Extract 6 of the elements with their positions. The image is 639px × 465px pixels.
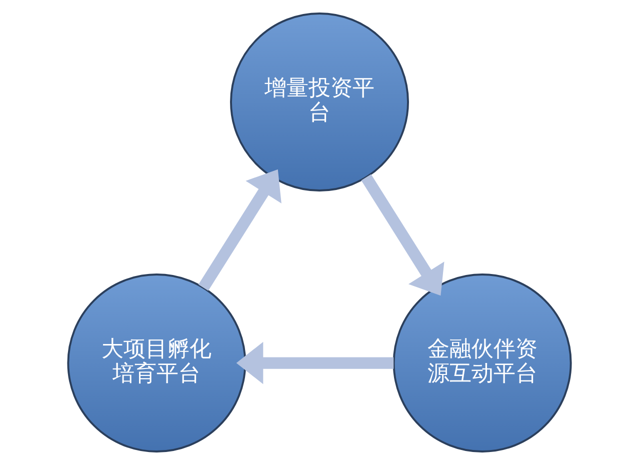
arrow <box>236 342 394 384</box>
arrow <box>198 169 282 291</box>
node-circle: 大项目孵化培育平台 <box>67 274 246 452</box>
arrow <box>361 174 444 296</box>
node-circle: 金融伙伴资源互动平台 <box>392 274 572 452</box>
node-circle: 增量投资平台 <box>230 12 409 192</box>
